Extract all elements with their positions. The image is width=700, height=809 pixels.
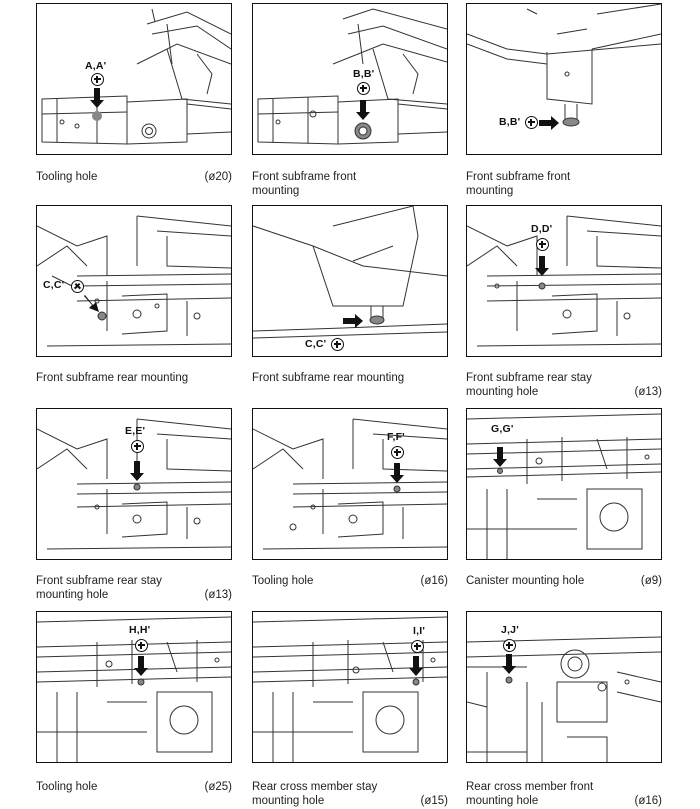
panel-9-figure: G,G': [466, 408, 662, 560]
callout-label: I,I': [413, 625, 426, 637]
callout-label: D,D': [531, 223, 553, 235]
callout-label: C,C': [305, 338, 327, 350]
callout-label: J,J': [501, 624, 519, 636]
panel-5-caption: Front subframe rear mounting: [252, 371, 448, 385]
panel-8: F,F' Tooling hole (ø16): [252, 408, 448, 587]
callout-label: B,B': [499, 116, 521, 128]
callout-label: G,G': [491, 423, 514, 435]
panel-5-figure: C,C': [252, 205, 448, 357]
hole-diameter: (ø9): [640, 575, 662, 587]
panel-6-caption: Front subframe rear stay mounting hole (…: [466, 371, 662, 399]
hole-diameter: (ø13): [204, 589, 232, 601]
caption-text: Tooling hole: [36, 781, 98, 793]
callout-label: B,B': [353, 68, 375, 80]
panel-7: E,E' Front subframe rear stay mounting h…: [36, 408, 232, 601]
subframe-mount-closeup-drawing: [467, 4, 661, 130]
panel-10: H,H' Tooling hole (ø25): [36, 611, 232, 793]
panel-8-figure: F,F': [252, 408, 448, 560]
caption-text: Front subframe front mounting: [252, 171, 357, 197]
caption-text: Rear cross member front mounting hole: [466, 781, 594, 807]
hole-diameter: (ø20): [204, 171, 232, 183]
panel-5: C,C' Front subframe rear mounting: [252, 205, 448, 384]
panel-3: B,B' Front subframe front mounting: [466, 3, 662, 197]
panel-7-caption: Front subframe rear stay mounting hole (…: [36, 574, 232, 602]
callout-label: A,A': [85, 60, 107, 72]
panel-3-figure: B,B': [466, 3, 662, 155]
panel-2-figure: B,B': [252, 3, 448, 155]
callout-label: H,H': [129, 624, 151, 636]
panel-10-caption: Tooling hole (ø25): [36, 780, 232, 794]
panel-1-caption: Tooling hole (ø20): [36, 170, 232, 184]
fastener-symbol-icon: [135, 639, 148, 652]
callout-label: F,F': [387, 431, 405, 443]
caption-text: Front subframe rear mounting: [252, 372, 405, 384]
caption-text: Front subframe front mounting: [466, 171, 571, 197]
caption-text: Front subframe rear stay mounting hole: [466, 372, 592, 398]
panel-4-caption: Front subframe rear mounting: [36, 371, 232, 385]
rear-suspension-area-drawing: [467, 636, 661, 762]
hole-diameter: (ø16): [634, 795, 662, 807]
fastener-symbol-icon: [357, 82, 370, 95]
caption-text: Canister mounting hole: [466, 575, 585, 587]
underbody-rear-drawing: [253, 616, 447, 762]
fastener-symbol-icon: [91, 73, 104, 86]
caption-text: Front subframe rear mounting: [36, 372, 189, 384]
hole-diameter: (ø16): [420, 575, 448, 587]
panel-4: C,C' Front subframe rear mounting: [36, 205, 232, 384]
panel-11-figure: I,I': [252, 611, 448, 763]
caption-text: Tooling hole: [252, 575, 314, 587]
fastener-symbol-icon: [391, 446, 404, 459]
panel-6-figure: D,D': [466, 205, 662, 357]
panel-3-caption: Front subframe front mounting: [466, 170, 662, 198]
panel-2: B,B' Front subframe front mounting: [252, 3, 448, 197]
callout-label: C,C': [43, 279, 65, 291]
callout-label: E,E': [125, 425, 146, 437]
panel-9: G,G' Canister mounting hole (ø9): [466, 408, 662, 587]
panel-1: A,A' Tooling hole (ø20): [36, 3, 232, 183]
underbody-front-drawing: [37, 418, 231, 550]
hole-diameter: (ø15): [420, 795, 448, 807]
panel-4-figure: C,C': [36, 205, 232, 357]
underbody-front-drawing: [467, 215, 661, 347]
fastener-symbol-icon: [411, 640, 424, 653]
fastener-symbol-icon: [525, 116, 538, 129]
hole-diameter: (ø13): [634, 386, 662, 398]
panel-1-figure: A,A': [36, 3, 232, 155]
panel-12-caption: Rear cross member front mounting hole (ø…: [466, 780, 662, 808]
panel-8-caption: Tooling hole (ø16): [252, 574, 448, 588]
panel-2-caption: Front subframe front mounting: [252, 170, 448, 198]
front-side-member-drawing: [257, 8, 447, 145]
front-side-member-drawing: [41, 8, 231, 145]
fastener-symbol-icon: [536, 238, 549, 251]
underbody-front-drawing: [253, 418, 447, 550]
caption-text: Front subframe rear stay mounting hole: [36, 575, 162, 601]
panel-11: I,I' Rear cross member stay mounting hol…: [252, 611, 448, 807]
underbody-front-drawing: [37, 215, 231, 347]
subframe-rear-closeup-drawing: [253, 206, 447, 339]
panel-7-figure: E,E': [36, 408, 232, 560]
panel-12-figure: J,J': [466, 611, 662, 763]
caption-text: Tooling hole: [36, 171, 98, 183]
panel-10-figure: H,H': [36, 611, 232, 763]
hole-diameter: (ø25): [204, 781, 232, 793]
panel-9-caption: Canister mounting hole (ø9): [466, 574, 662, 588]
fastener-symbol-icon: [331, 338, 344, 351]
caption-text: Rear cross member stay mounting hole: [252, 781, 378, 807]
underbody-rear-drawing: [467, 413, 661, 559]
panel-12: J,J' Rear cross member front mounting ho…: [466, 611, 662, 807]
panel-6: D,D' Front subframe rear stay mounting h…: [466, 205, 662, 398]
underbody-rear-drawing: [37, 616, 231, 762]
fastener-symbol-icon: [503, 639, 516, 652]
panel-11-caption: Rear cross member stay mounting hole (ø1…: [252, 780, 448, 808]
fastener-symbol-icon: [131, 440, 144, 453]
